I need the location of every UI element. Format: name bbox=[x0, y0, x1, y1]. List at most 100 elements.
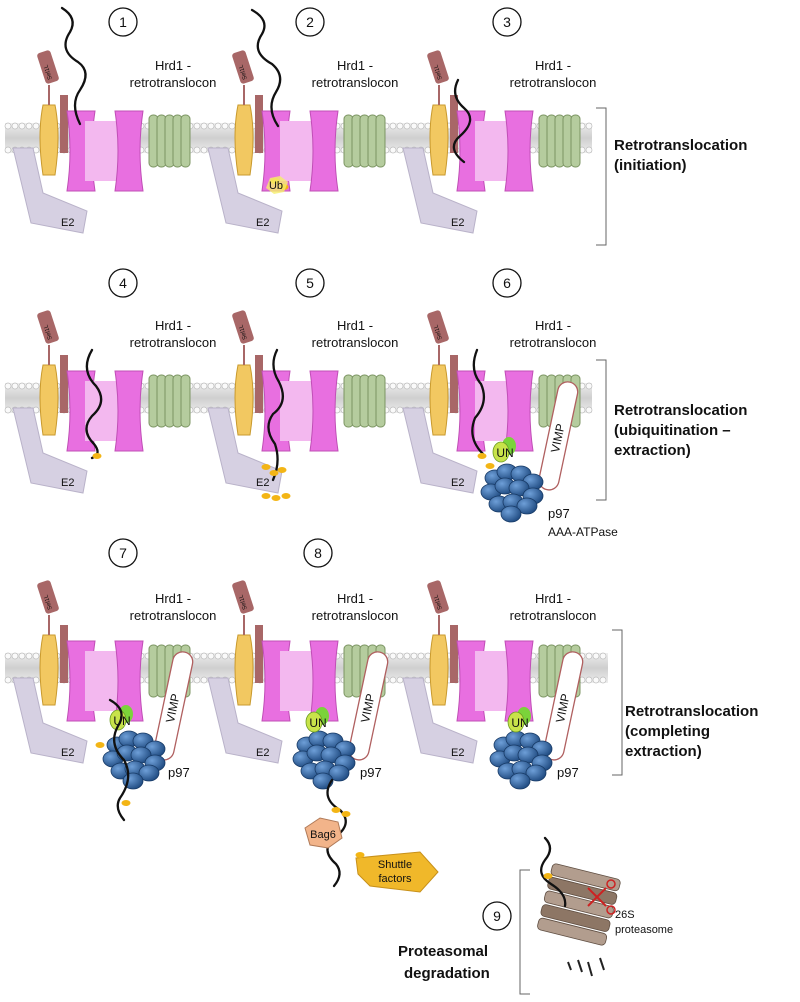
lipid-head bbox=[389, 676, 397, 684]
lipid-head bbox=[403, 122, 411, 130]
ub-star bbox=[266, 176, 288, 194]
sel1l-transmembrane bbox=[39, 634, 59, 706]
p97-label: p97 bbox=[360, 765, 382, 780]
lipid-head bbox=[207, 652, 215, 660]
step-label: 8 bbox=[314, 545, 322, 561]
p97-hexamer bbox=[102, 730, 166, 790]
shuttle-label: Shuttle bbox=[378, 859, 412, 871]
bracket bbox=[596, 107, 607, 246]
scissor-handle bbox=[606, 905, 616, 915]
lipid-head bbox=[228, 122, 236, 130]
bag6-protein: Bag6 bbox=[304, 817, 343, 849]
ubiquitin-dot bbox=[121, 800, 131, 806]
lipid-head bbox=[228, 676, 236, 684]
ubiquitin-dot bbox=[92, 453, 102, 459]
sel1l-transmembrane bbox=[429, 634, 449, 706]
sel1l-label: Sel1L bbox=[238, 323, 249, 340]
lipid-head bbox=[207, 122, 215, 130]
sel1l-label: Sel1L bbox=[238, 593, 249, 610]
step-circle bbox=[303, 538, 333, 568]
e2-enzyme bbox=[402, 147, 478, 234]
vimp-protein: VIMP bbox=[348, 651, 389, 761]
lipid-head bbox=[32, 122, 40, 130]
e2-enzyme bbox=[402, 677, 478, 764]
sel1l-cap bbox=[37, 580, 59, 614]
proteasome-26s-label: 26S bbox=[615, 909, 635, 921]
lipid-head bbox=[396, 676, 404, 684]
lipid-head bbox=[585, 652, 593, 660]
green-helix bbox=[180, 114, 191, 168]
stage-subtitle: (initiation) bbox=[614, 157, 686, 174]
un-cofactor-body bbox=[507, 711, 525, 733]
lipid-head bbox=[529, 406, 537, 414]
substrate-chain bbox=[452, 78, 472, 164]
lipid-head bbox=[193, 406, 201, 414]
p97-hexamer bbox=[489, 730, 553, 790]
lipid-head bbox=[585, 676, 593, 684]
lipid-head bbox=[193, 382, 201, 390]
lipid-head bbox=[389, 122, 397, 130]
step-label: 7 bbox=[119, 545, 127, 561]
ubiquitin-dot bbox=[477, 453, 487, 459]
hrd1-label: Hrd1 - bbox=[155, 318, 191, 333]
e2-label: E2 bbox=[256, 217, 269, 229]
ubiquitin-dot bbox=[271, 495, 281, 501]
ubiquitin-dot bbox=[355, 852, 365, 858]
lipid-head bbox=[396, 122, 404, 130]
peptide-fragment bbox=[577, 959, 583, 973]
retrotranslocon-label: retrotranslocon bbox=[510, 75, 597, 90]
peptide-fragment bbox=[587, 961, 593, 977]
final-subtitle: degradation bbox=[404, 965, 490, 982]
lipid-head bbox=[410, 652, 418, 660]
e2-enzyme bbox=[12, 407, 88, 494]
lipid-head bbox=[389, 382, 397, 390]
ubiquitin-dot bbox=[341, 811, 351, 817]
step-number: 1 bbox=[108, 7, 138, 37]
vimp-label: VIMP bbox=[163, 692, 183, 724]
green-helix bbox=[375, 374, 386, 428]
un-cofactor-body bbox=[305, 711, 323, 733]
e2-label: E2 bbox=[451, 747, 464, 759]
step-number: 2 bbox=[295, 7, 325, 37]
sel1l-transmembrane bbox=[39, 364, 59, 436]
complex-label: Hrd1 -retrotranslocon bbox=[510, 318, 597, 350]
sel1l-cap bbox=[232, 50, 254, 84]
lipid-head bbox=[32, 652, 40, 660]
step-label: 6 bbox=[503, 275, 511, 291]
green-helix bbox=[180, 374, 191, 428]
step-number: 6 bbox=[492, 268, 522, 298]
step-circle bbox=[492, 268, 522, 298]
step-circle bbox=[482, 901, 512, 931]
sel1l-transmembrane bbox=[234, 104, 254, 176]
lipid-head bbox=[403, 382, 411, 390]
vimp-protein: VIMP bbox=[538, 381, 579, 491]
hrd1-label: Hrd1 - bbox=[155, 591, 191, 606]
peptide-fragment bbox=[567, 961, 572, 971]
retrotranslocon-label: retrotranslocon bbox=[130, 75, 217, 90]
step-circle bbox=[295, 268, 325, 298]
un-cofactor-body bbox=[492, 441, 510, 463]
retrotranslocon-label: retrotranslocon bbox=[510, 335, 597, 350]
lipid-head bbox=[228, 652, 236, 660]
lipid-head bbox=[193, 652, 201, 660]
step-number: 5 bbox=[295, 268, 325, 298]
sel1l-label: Sel1L bbox=[238, 63, 249, 80]
lipid-head bbox=[4, 122, 12, 130]
lipid-head bbox=[417, 652, 425, 660]
ubiquitin-dot bbox=[277, 467, 287, 473]
lipid-head bbox=[592, 676, 600, 684]
sel1l-label: Sel1L bbox=[433, 323, 444, 340]
p97-label: p97 bbox=[548, 506, 570, 521]
proteasome-label: proteasome bbox=[615, 924, 673, 936]
derlin-stalk bbox=[450, 95, 458, 153]
derlin-stalk bbox=[60, 625, 68, 683]
retrotranslocon-label: retrotranslocon bbox=[130, 608, 217, 623]
step-label: 2 bbox=[306, 14, 314, 30]
lipid-head bbox=[410, 122, 418, 130]
derlin-stalk bbox=[255, 625, 263, 683]
lipid-head bbox=[396, 382, 404, 390]
stage-subtitle: extraction) bbox=[625, 743, 702, 760]
derlin-stalk bbox=[255, 95, 263, 153]
